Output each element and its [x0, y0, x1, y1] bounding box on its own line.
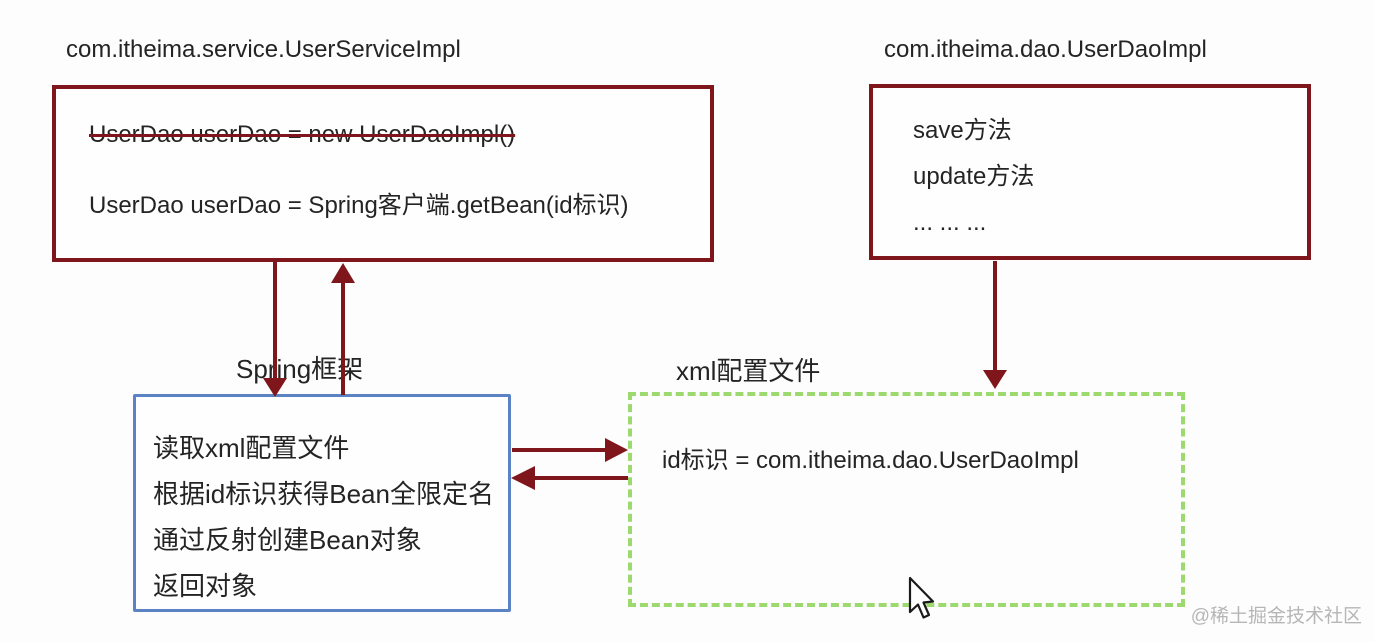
spring-framework-box: 读取xml配置文件 根据id标识获得Bean全限定名 通过反射创建Bean对象 … [133, 394, 511, 612]
arrow-xml-to-spring [511, 466, 628, 490]
old-instantiation-code: UserDao userDao = new UserDaoImpl() [89, 121, 516, 148]
arrow-spring-to-xml [512, 438, 628, 462]
spring-framework-label: Spring框架 [236, 354, 364, 384]
xml-id-mapping-entry: id标识 = com.itheima.dao.UserDaoImpl [662, 447, 1079, 474]
dao-method-ellipsis: ... ... ... [913, 209, 987, 236]
arrow-dao-to-xml [983, 261, 1007, 389]
service-class-title: com.itheima.service.UserServiceImpl [66, 36, 461, 63]
dao-method-update: update方法 [913, 163, 1035, 190]
step-read-xml: 读取xml配置文件 [153, 433, 350, 463]
dao-method-list: save方法 update方法 ... ... ... [913, 108, 1034, 246]
xml-config-box: id标识 = com.itheima.dao.UserDaoImpl [628, 392, 1185, 607]
step-reflection-create: 通过反射创建Bean对象 [153, 525, 422, 555]
dao-class-title: com.itheima.dao.UserDaoImpl [884, 36, 1207, 63]
juejin-watermark: @稀土掘金技术社区 [1190, 606, 1362, 627]
dao-class-box: save方法 update方法 ... ... ... [869, 84, 1311, 260]
new-getbean-code: UserDao userDao = Spring客户端.getBean(id标识… [89, 192, 629, 219]
spring-steps-list: 读取xml配置文件 根据id标识获得Bean全限定名 通过反射创建Bean对象 … [153, 425, 494, 609]
xml-config-label: xml配置文件 [676, 356, 821, 386]
mouse-cursor-icon [908, 576, 935, 619]
service-class-box: UserDao userDao = new UserDaoImpl() User… [52, 85, 714, 262]
step-get-bean-fqn: 根据id标识获得Bean全限定名 [153, 479, 494, 509]
dao-method-save: save方法 [913, 117, 1012, 144]
step-return-object: 返回对象 [153, 571, 258, 601]
